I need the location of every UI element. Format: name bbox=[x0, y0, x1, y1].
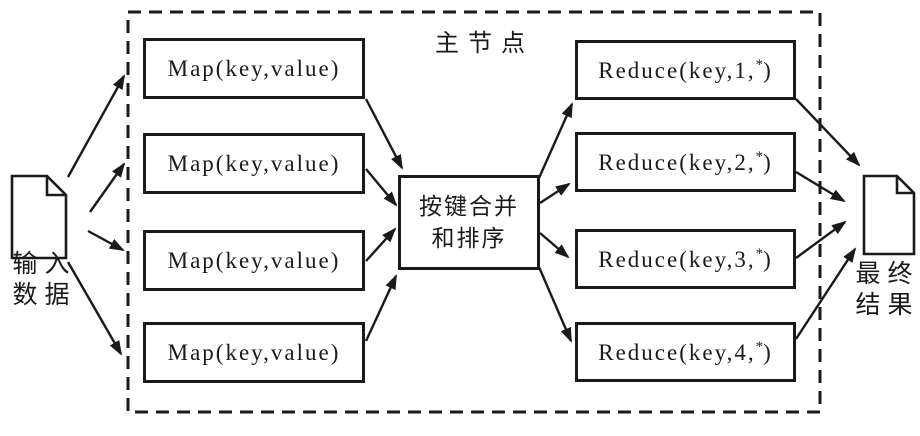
input-data-label-line2: 数据 bbox=[12, 281, 77, 309]
arrow-map2-shuffle bbox=[365, 168, 398, 207]
map-node-4-label: Map(key,value) bbox=[167, 339, 341, 365]
final-result-label-line2: 结果 bbox=[855, 291, 920, 319]
reduce-node-1-label: Reduce(key,1,*) bbox=[598, 56, 773, 83]
arrow-input-map1 bbox=[66, 74, 126, 178]
arrow-input-map3 bbox=[87, 229, 125, 252]
master-node-label: 主节点 bbox=[435, 31, 534, 57]
reduce-node-1: Reduce(key,1,*) bbox=[575, 40, 796, 100]
map-to-shuffle-arrows bbox=[364, 98, 404, 342]
reduce-to-output-arrows bbox=[794, 98, 861, 340]
superscript-asterisk: * bbox=[755, 245, 764, 262]
reduce-node-3: Reduce(key,3,*) bbox=[575, 229, 796, 289]
superscript-asterisk: * bbox=[755, 338, 764, 355]
final-result-label-line1: 最终 bbox=[855, 261, 920, 288]
shuffle-to-reduce-arrows bbox=[537, 102, 574, 343]
arrow-input-map4 bbox=[66, 261, 123, 356]
shuffle-sort-label-line1: 按键合并 bbox=[419, 194, 519, 220]
input-data-label: 输入 数据 bbox=[2, 250, 80, 311]
arrow-input-map2 bbox=[89, 162, 126, 213]
map-node-3: Map(key,value) bbox=[143, 230, 365, 291]
map-node-4: Map(key,value) bbox=[143, 322, 365, 383]
shuffle-sort-node: 按键合并 和排序 bbox=[398, 175, 540, 270]
map-node-1: Map(key,value) bbox=[143, 38, 365, 99]
input-to-map-arrows bbox=[66, 74, 126, 356]
reduce-node-4-label: Reduce(key,4,*) bbox=[598, 338, 773, 365]
arrow-shuffle-reduce2 bbox=[539, 182, 571, 205]
reduce-node-3-label: Reduce(key,3,*) bbox=[598, 245, 773, 272]
superscript-asterisk: * bbox=[755, 56, 764, 73]
shuffle-sort-node-label: 按键合并 和排序 bbox=[419, 191, 519, 253]
reduce-node-2-label: Reduce(key,2,*) bbox=[598, 148, 773, 175]
arrow-shuffle-reduce3 bbox=[539, 232, 570, 259]
arrow-reduce1-output bbox=[795, 98, 861, 167]
arrow-map3-shuffle bbox=[365, 227, 397, 262]
final-result-label: 最终 结果 bbox=[848, 260, 920, 321]
arrow-reduce3-output bbox=[795, 220, 847, 259]
arrow-map1-shuffle bbox=[364, 98, 404, 170]
shuffle-sort-label-line2: 和排序 bbox=[431, 225, 507, 251]
map-node-3-label: Map(key,value) bbox=[167, 247, 341, 273]
arrow-map4-shuffle bbox=[364, 274, 398, 342]
map-node-1-label: Map(key,value) bbox=[167, 55, 341, 81]
input-document-icon bbox=[10, 174, 68, 260]
map-node-2: Map(key,value) bbox=[143, 133, 365, 194]
input-data-label-line1: 输入 bbox=[12, 251, 77, 278]
reduce-node-4: Reduce(key,4,*) bbox=[575, 322, 796, 382]
reduce-node-2: Reduce(key,2,*) bbox=[575, 132, 796, 192]
arrow-reduce4-output bbox=[794, 247, 857, 340]
arrow-reduce2-output bbox=[795, 170, 846, 203]
output-document-icon bbox=[862, 174, 916, 256]
arrow-shuffle-reduce4 bbox=[537, 266, 573, 343]
master-node-dashed-border bbox=[126, 10, 822, 414]
map-node-2-label: Map(key,value) bbox=[167, 150, 341, 176]
superscript-asterisk: * bbox=[755, 148, 764, 165]
arrow-shuffle-reduce1 bbox=[537, 102, 574, 179]
